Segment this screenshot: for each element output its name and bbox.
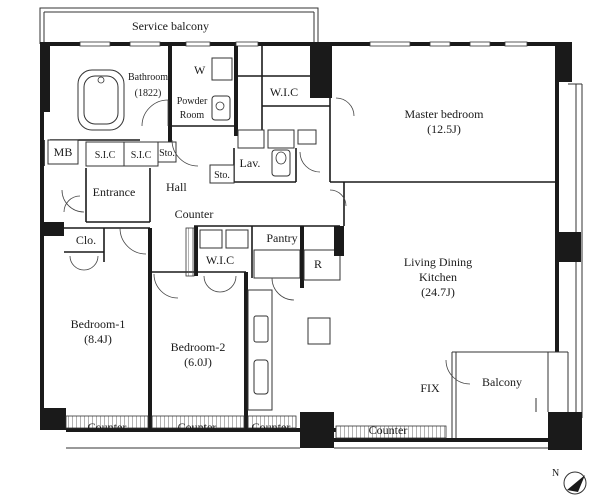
- label-sto-2: Sto.: [214, 170, 230, 181]
- label-entrance: Entrance: [93, 185, 136, 199]
- label-hall: Hall: [166, 180, 187, 194]
- label-sto-1: Sto.: [159, 148, 175, 159]
- label-ldk-1: Living Dining: [404, 255, 472, 269]
- label-counter-kitchen: Counter: [252, 420, 291, 434]
- doors: [61, 97, 471, 385]
- label-wic-center: W.I.C: [206, 253, 234, 267]
- room-labels: Service balcony Bathroom (1822) W Powder…: [54, 19, 522, 437]
- bathtub: [77, 69, 125, 131]
- label-ldk-2: Kitchen: [419, 270, 457, 284]
- label-pantry: Pantry: [266, 231, 297, 245]
- label-bathroom: Bathroom: [128, 72, 168, 83]
- label-bedroom1: Bedroom-1: [71, 317, 126, 331]
- label-service-balcony: Service balcony: [132, 19, 209, 33]
- label-bedroom1-size: (8.4J): [84, 332, 112, 346]
- label-lav: Lav.: [240, 156, 261, 170]
- label-wic-master: W.I.C: [270, 85, 298, 99]
- interior-walls: [43, 46, 569, 438]
- label-ldk-size: (24.7J): [421, 285, 455, 299]
- label-counter-living: Counter: [369, 423, 408, 437]
- label-mb: MB: [54, 145, 73, 159]
- label-fix: FIX: [420, 381, 440, 395]
- label-bedroom2: Bedroom-2: [171, 340, 226, 354]
- label-counter-hall: Counter: [175, 207, 214, 221]
- outer-walls: [40, 42, 582, 450]
- label-clo: Clo.: [76, 233, 96, 247]
- label-powder-room-2: Room: [180, 110, 205, 121]
- label-master-bedroom-size: (12.5J): [427, 122, 461, 136]
- top-windows: [79, 41, 528, 47]
- label-r: R: [314, 257, 322, 271]
- label-balcony: Balcony: [482, 375, 522, 389]
- compass-arrow-icon: [567, 475, 585, 492]
- north-compass: N: [552, 468, 587, 495]
- label-counter-bedroom2: Counter: [178, 420, 217, 434]
- label-master-bedroom: Master bedroom: [405, 107, 485, 121]
- label-w: W: [194, 63, 206, 77]
- label-powder-room-1: Powder: [177, 96, 208, 107]
- fixtures: [211, 57, 291, 177]
- label-bathroom-size: (1822): [135, 88, 162, 99]
- label-counter-bedroom1: Counter: [88, 420, 127, 434]
- label-bedroom2-size: (6.0J): [184, 355, 212, 369]
- compass-label: N: [552, 468, 559, 479]
- counters-hatch: [65, 227, 447, 439]
- label-sic-2: S.I.C: [131, 150, 152, 161]
- service-balcony: [39, 7, 319, 44]
- label-sic-1: S.I.C: [95, 150, 116, 161]
- compass-circle: [563, 471, 587, 495]
